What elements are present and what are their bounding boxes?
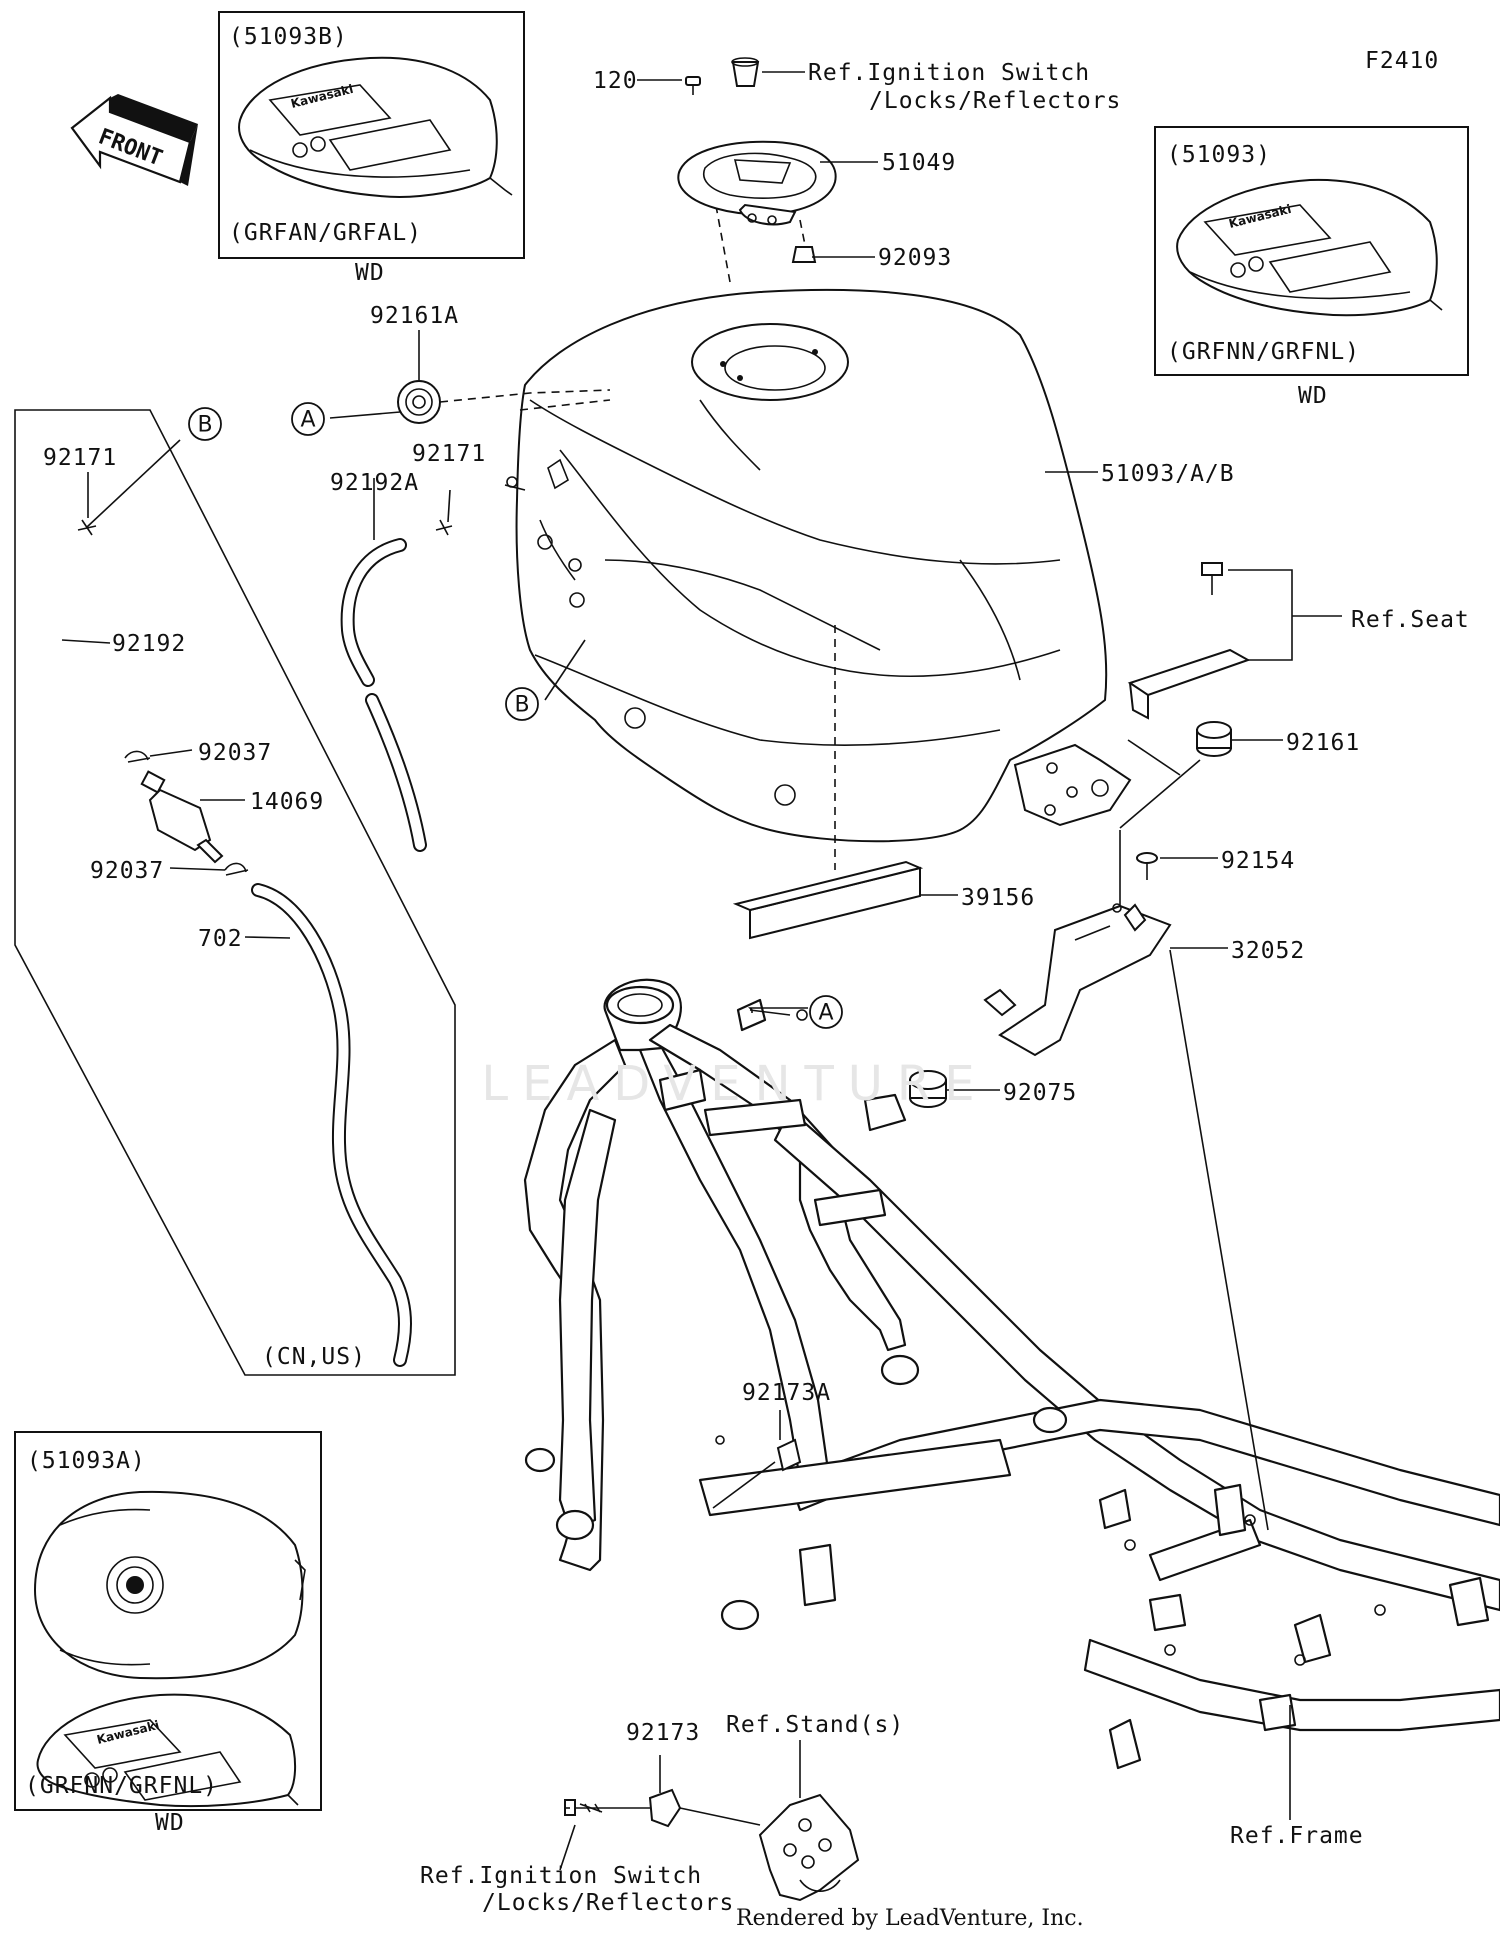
leader-lines bbox=[61, 71, 1342, 1871]
part-label-92161a: 92161A bbox=[370, 303, 459, 329]
ref-ignition-bottom-line1: Ref.Ignition Switch bbox=[420, 1863, 702, 1889]
bolt-bottom bbox=[564, 1799, 605, 1816]
callout-a-label: A bbox=[818, 1001, 833, 1026]
inset-51093b-note: WD bbox=[355, 260, 385, 286]
grommet-92161a bbox=[397, 380, 441, 424]
inset-51093b: (51093B) Kawasaki (GRFAN/GRFAL) WD bbox=[218, 11, 525, 286]
callout-a-label: A bbox=[300, 408, 315, 433]
part-label-92192a: 92192A bbox=[330, 470, 419, 496]
part-label-51093ab: 51093/A/B bbox=[1101, 461, 1235, 487]
tank-illustration: Kawasaki bbox=[36, 1693, 299, 1808]
hose-702 bbox=[251, 883, 412, 1367]
part-label-702: 702 bbox=[198, 926, 243, 952]
ref-ignition-top-line2: /Locks/Reflectors bbox=[869, 88, 1121, 114]
front-arrow-icon: FRONT bbox=[70, 94, 198, 186]
callout-a-top: A bbox=[291, 402, 325, 436]
part-label-92093: 92093 bbox=[878, 245, 952, 271]
callout-b-tank: B bbox=[505, 687, 539, 721]
ref-ignition-bottom-line2: /Locks/Reflectors bbox=[482, 1890, 734, 1916]
part-label-92173a: 92173A bbox=[742, 1380, 831, 1406]
region-note: (CN,US) bbox=[262, 1344, 366, 1370]
part-label-120: 120 bbox=[593, 68, 638, 94]
inset-51093-note: WD bbox=[1298, 383, 1328, 409]
connector-line bbox=[799, 219, 807, 251]
inset-51093-variant: (GRFNN/GRFNL) bbox=[1167, 339, 1360, 365]
bolt-seat bbox=[1201, 562, 1223, 595]
figure-code: F2410 bbox=[1365, 48, 1439, 74]
connector-line bbox=[439, 389, 611, 403]
stand-bracket bbox=[758, 1793, 860, 1902]
callout-b-top: B bbox=[188, 407, 222, 441]
inset-51093a: (51093A) Kawasaki (GRFNN/GRFNL) WD bbox=[14, 1431, 322, 1836]
part-label-92173: 92173 bbox=[626, 1720, 700, 1746]
hose-group-outline bbox=[14, 409, 456, 1376]
part-label-92037-bottom: 92037 bbox=[90, 858, 164, 884]
part-label-92161: 92161 bbox=[1286, 730, 1360, 756]
part-label-92192: 92192 bbox=[112, 631, 186, 657]
clip-92173 bbox=[648, 1788, 682, 1828]
part-label-39156: 39156 bbox=[961, 885, 1035, 911]
bolt-120 bbox=[685, 76, 701, 95]
bracket-32052 bbox=[983, 903, 1172, 1057]
part-label-14069: 14069 bbox=[250, 789, 324, 815]
ref-ignition-top-line1: Ref.Ignition Switch bbox=[808, 60, 1090, 86]
inset-51093b-code: (51093B) bbox=[229, 24, 348, 50]
credit-text: Rendered by LeadVenture, Inc. bbox=[736, 1906, 1084, 1931]
inset-51093-code: (51093) bbox=[1167, 142, 1271, 168]
tank-illustration: Kawasaki bbox=[1176, 178, 1443, 317]
inset-51093a-code: (51093A) bbox=[27, 1448, 146, 1474]
part-label-92171-left: 92171 bbox=[43, 445, 117, 471]
callout-b-label: B bbox=[197, 413, 212, 438]
inset-51093a-variant: (GRFNN/GRFNL) bbox=[25, 1773, 218, 1799]
ref-stands: Ref.Stand(s) bbox=[726, 1712, 904, 1738]
bushing-92093 bbox=[791, 246, 817, 263]
filler-cap-51049 bbox=[677, 140, 837, 226]
lock-nut bbox=[731, 57, 760, 87]
pad-39156 bbox=[732, 860, 924, 940]
part-label-92171-mid: 92171 bbox=[412, 441, 486, 467]
ref-seat: Ref.Seat bbox=[1351, 607, 1470, 633]
inset-51093a-note: WD bbox=[155, 1810, 185, 1836]
hose-92192a bbox=[340, 538, 427, 852]
clamp-92037 bbox=[224, 862, 249, 876]
seat-bracket bbox=[1127, 648, 1251, 720]
damper-92161 bbox=[1196, 721, 1232, 757]
damper-92075 bbox=[909, 1070, 947, 1108]
tank-top-view bbox=[33, 1490, 306, 1680]
fuel-tank-51093 bbox=[504, 288, 1132, 843]
motorcycle-frame bbox=[523, 978, 1500, 1770]
clip-92173a bbox=[776, 1438, 802, 1472]
part-label-92154: 92154 bbox=[1221, 848, 1295, 874]
bolt-92154 bbox=[1136, 852, 1158, 880]
part-label-51049: 51049 bbox=[882, 150, 956, 176]
part-label-32052: 32052 bbox=[1231, 938, 1305, 964]
clamp-92171 bbox=[77, 519, 97, 536]
inset-51093: (51093) Kawasaki (GRFNN/GRFNL) WD bbox=[1154, 126, 1469, 409]
part-label-92037-top: 92037 bbox=[198, 740, 272, 766]
connector-line bbox=[519, 399, 611, 411]
fuel-filter-14069 bbox=[140, 770, 224, 864]
callout-a-frame: A bbox=[809, 995, 843, 1029]
clamp-92037 bbox=[124, 750, 151, 763]
callout-b-label: B bbox=[514, 693, 529, 718]
tank-illustration: Kawasaki bbox=[238, 56, 513, 198]
ref-frame: Ref.Frame bbox=[1230, 1823, 1364, 1849]
watermark: LEADVENTURE bbox=[481, 1056, 988, 1112]
inset-51093b-variant: (GRFAN/GRFAL) bbox=[229, 220, 422, 246]
part-label-92075: 92075 bbox=[1003, 1080, 1077, 1106]
clamp-92171 bbox=[435, 519, 453, 536]
